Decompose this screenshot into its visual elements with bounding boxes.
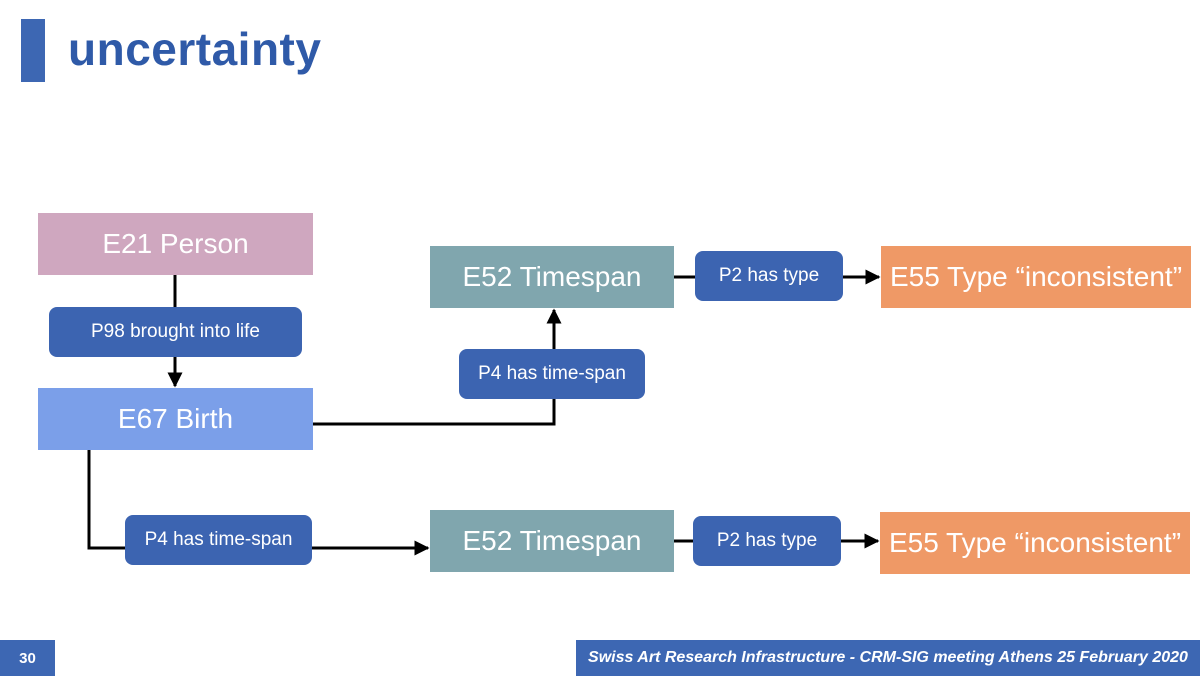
- property-p2-has-type-bottom: P2 has type: [693, 516, 841, 566]
- footer-caption: Swiss Art Research Infrastructure - CRM-…: [576, 640, 1200, 676]
- property-p4-has-time-span-top: P4 has time-span: [459, 349, 645, 399]
- edge-birth-to-p4-bottom: [87, 450, 125, 550]
- node-e52-timespan-top: E52 Timespan: [430, 246, 674, 308]
- node-e55-type-bottom: E55 Type “inconsistent”: [880, 512, 1190, 574]
- node-e21-person: E21 Person: [38, 213, 313, 275]
- property-p2-has-type-top: P2 has type: [695, 251, 843, 301]
- node-e67-birth: E67 Birth: [38, 388, 313, 450]
- title-accent-bar: [21, 19, 45, 82]
- node-e52-timespan-bottom: E52 Timespan: [430, 510, 674, 572]
- property-p4-has-time-span-bottom: P4 has time-span: [125, 515, 312, 565]
- node-e55-type-top: E55 Type “inconsistent”: [881, 246, 1191, 308]
- slide-title: uncertainty: [68, 23, 322, 75]
- slide-number: 30: [0, 640, 55, 676]
- property-p98-brought-into-life: P98 brought into life: [49, 307, 302, 357]
- edge-birth-to-p4-top: [313, 399, 556, 426]
